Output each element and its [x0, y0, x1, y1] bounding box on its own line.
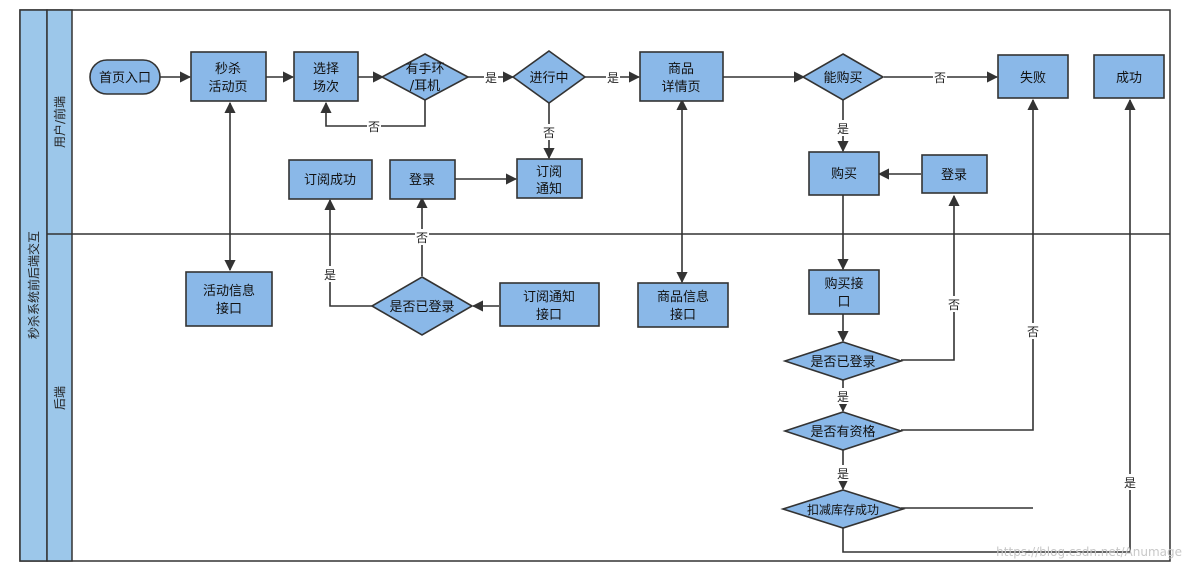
svg-text:商品信息: 商品信息 [657, 289, 709, 305]
node-home[interactable]: 首页入口 [89, 59, 161, 95]
watermark: https://blog.csdn.net/Anumage [996, 545, 1182, 559]
node-subscribe-notify[interactable]: 订阅 通知 [516, 158, 583, 199]
svg-text:详情页: 详情页 [661, 80, 700, 95]
edge-qualified-fail [901, 98, 1039, 431]
edge-labels: 是 否 是 否 否 是 否 是 否 是 否 是 是 [323, 69, 1137, 490]
node-deduct-stock-decision[interactable]: 扣减库存成功 [780, 489, 906, 529]
svg-text:登录: 登录 [941, 168, 967, 183]
node-has-device-decision[interactable]: 有手环 /耳机 [380, 53, 470, 101]
nodes: 首页入口 秒杀 活动页 选择 场次 有手环 /耳机 进行中 商品 详情页 能 [89, 50, 1165, 529]
label-canbuy-no: 否 [934, 71, 946, 85]
node-buy[interactable]: 购买 [808, 151, 880, 196]
node-buy-api[interactable]: 购买接 口 [808, 269, 880, 315]
svg-text:订阅: 订阅 [536, 165, 562, 180]
svg-text:选择: 选择 [313, 62, 339, 77]
label-qualified-no: 否 [1027, 325, 1039, 339]
label-device-no: 否 [368, 120, 380, 134]
svg-text:能购买: 能购买 [823, 70, 862, 86]
label-logged-yes: 是 [324, 268, 336, 282]
node-subscribe-api[interactable]: 订阅通知 接口 [499, 282, 600, 327]
label-progress-yes: 是 [607, 71, 619, 85]
svg-text:订阅通知: 订阅通知 [523, 289, 575, 305]
node-can-buy-decision[interactable]: 能购买 [801, 53, 885, 101]
label-canbuy-yes: 是 [837, 122, 849, 136]
svg-text:活动页: 活动页 [208, 80, 247, 95]
node-product-page[interactable]: 商品 详情页 [639, 51, 724, 102]
label-progress-no: 否 [543, 126, 555, 140]
node-in-progress-decision[interactable]: 进行中 [511, 50, 587, 104]
svg-text:登录: 登录 [409, 173, 435, 188]
svg-text:秒杀: 秒杀 [215, 62, 241, 77]
label-deduct-yes: 是 [1124, 476, 1136, 490]
svg-text:购买接: 购买接 [824, 276, 863, 292]
svg-text:口: 口 [837, 295, 850, 310]
svg-text:接口: 接口 [670, 307, 696, 323]
svg-text:是否已登录: 是否已登录 [389, 300, 454, 315]
label-loggedb-no: 否 [948, 298, 960, 312]
label-loggedb-yes: 是 [837, 390, 849, 404]
label-logged-no: 否 [416, 231, 428, 245]
svg-text:首页入口: 首页入口 [99, 71, 151, 86]
svg-text:扣减库存成功: 扣减库存成功 [807, 502, 879, 517]
svg-text:进行中: 进行中 [529, 71, 568, 86]
svg-text:失败: 失败 [1020, 71, 1046, 86]
svg-text:是否已登录: 是否已登录 [810, 355, 875, 370]
node-product-api[interactable]: 商品信息 接口 [637, 282, 729, 328]
node-qualified-decision[interactable]: 是否有资格 [782, 411, 904, 451]
svg-text:活动信息: 活动信息 [203, 283, 255, 299]
edge-logged-yes [324, 198, 372, 307]
node-login-b[interactable]: 登录 [921, 154, 988, 194]
lane-label-backend: 后端 [53, 386, 67, 410]
node-login-a[interactable]: 登录 [389, 159, 456, 200]
node-select-session[interactable]: 选择 场次 [293, 51, 359, 102]
svg-text:场次: 场次 [313, 79, 339, 95]
svg-text:/耳机: /耳机 [410, 79, 440, 94]
node-activity-api[interactable]: 活动信息 接口 [185, 271, 273, 327]
node-activity-page[interactable]: 秒杀 活动页 [190, 51, 267, 102]
svg-text:接口: 接口 [216, 301, 242, 317]
pool-title: 秒杀系统前后端交互 [26, 231, 41, 339]
svg-text:是否有资格: 是否有资格 [810, 424, 875, 440]
lane-label-frontend: 用户/前端 [52, 96, 67, 148]
node-fail[interactable]: 失败 [997, 54, 1069, 99]
svg-text:有手环: 有手环 [405, 62, 444, 77]
svg-text:接口: 接口 [536, 307, 562, 323]
node-subscribe-success[interactable]: 订阅成功 [288, 159, 373, 200]
label-device-yes: 是 [485, 71, 497, 85]
node-logged-in-a-decision[interactable]: 是否已登录 [370, 276, 474, 336]
svg-text:通知: 通知 [536, 181, 562, 197]
edge-deduct-success [842, 98, 1136, 553]
label-qualified-yes: 是 [837, 467, 849, 481]
svg-text:订阅成功: 订阅成功 [304, 173, 356, 188]
node-success[interactable]: 成功 [1093, 54, 1165, 99]
node-logged-in-b-decision[interactable]: 是否已登录 [782, 341, 904, 381]
svg-text:购买: 购买 [831, 166, 857, 182]
svg-text:商品: 商品 [668, 62, 694, 77]
edge-loggedb-no [901, 194, 960, 361]
svg-text:成功: 成功 [1116, 71, 1142, 86]
